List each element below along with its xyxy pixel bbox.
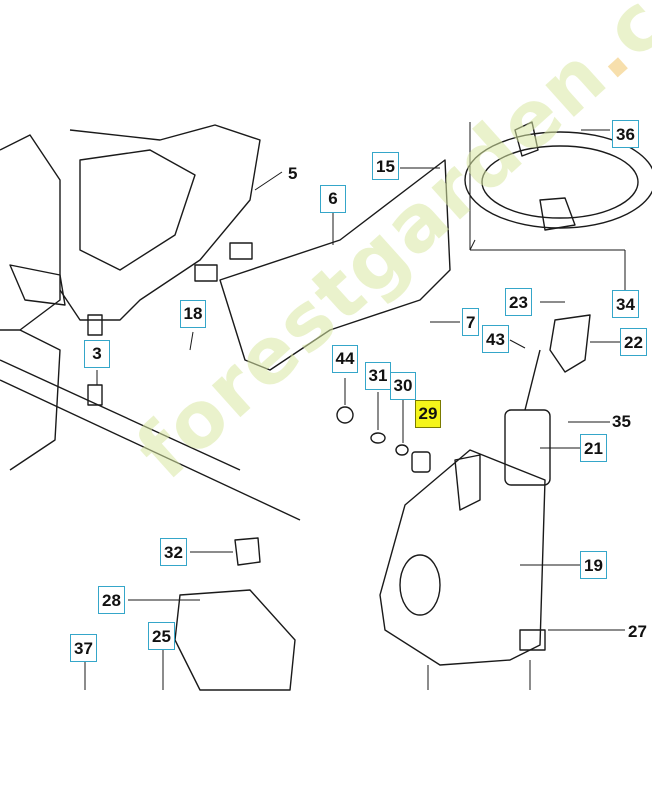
callout-27[interactable]: 27 [628,622,647,641]
center-plate [219,159,451,371]
callout-18[interactable]: 18 [180,300,206,328]
column-shaft [524,349,541,411]
callout-29[interactable]: 29 [415,400,441,428]
left-frame-panel [0,134,61,331]
callout-3[interactable]: 3 [84,340,110,368]
callout-36[interactable]: 36 [612,120,639,148]
callout-19[interactable]: 19 [580,551,607,579]
washer-31 [370,432,386,444]
steering-wheel-inner [481,145,639,219]
callout-43[interactable]: 43 [482,325,509,353]
callout-15[interactable]: 15 [372,152,399,180]
callout-44[interactable]: 44 [332,345,358,373]
callout-25[interactable]: 25 [148,622,175,650]
lower-cover [174,589,296,691]
column-housing [379,449,546,666]
switch-slot-b [229,242,253,260]
left-shaft [9,329,61,471]
callout-32[interactable]: 32 [160,538,187,566]
switch-slot-a [194,264,218,282]
knob-44 [336,406,354,424]
callout-35[interactable]: 35 [612,412,631,431]
steering-hub [539,197,576,231]
assembly-line-a [0,359,241,471]
assembly-line-b [0,379,301,521]
knob-29 [411,451,431,473]
callout-22[interactable]: 22 [620,328,647,356]
washer-30 [395,444,409,456]
callout-28[interactable]: 28 [98,586,125,614]
spacer-3a [87,314,103,336]
callout-5[interactable]: 5 [288,164,298,183]
housing-opening [399,554,441,616]
callout-34[interactable]: 34 [612,290,639,318]
callout-31[interactable]: 31 [365,362,391,390]
callout-6[interactable]: 6 [320,185,346,213]
dash-panel-top [59,124,261,321]
switch-32 [234,537,261,566]
spacer-3b [87,384,103,406]
callout-30[interactable]: 30 [390,372,416,400]
bracket-29 [454,454,481,511]
dash-panel-inner [79,149,196,271]
socket-27 [519,629,546,651]
callout-37[interactable]: 37 [70,634,97,662]
callout-23[interactable]: 23 [505,288,532,316]
left-bracket [9,264,66,306]
column-cap [549,314,591,373]
callout-7[interactable]: 7 [462,308,480,336]
callout-21[interactable]: 21 [580,434,607,462]
steering-knob [514,121,539,157]
